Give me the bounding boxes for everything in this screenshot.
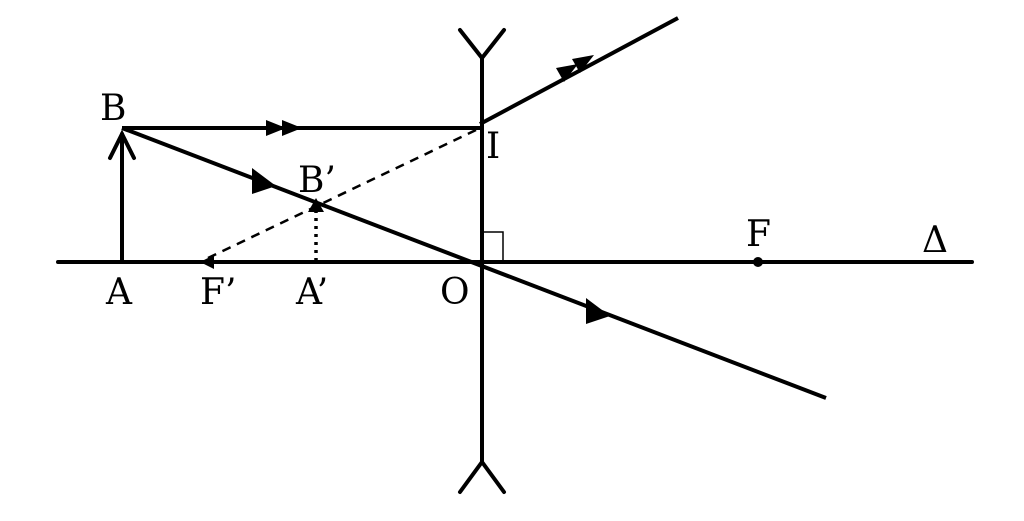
label-b-prime: B’ [298, 160, 336, 201]
ray-b-to-i-arrow-2 [282, 120, 302, 136]
lens-top-tip [458, 28, 506, 62]
label-i: I [486, 126, 500, 167]
label-f-prime: F’ [200, 272, 236, 313]
virtual-ray-i-to-f-prime [207, 128, 477, 260]
label-f: F [746, 214, 771, 255]
label-delta: Δ [922, 220, 948, 261]
ray-through-center [121, 126, 827, 400]
focal-point-f-dot [753, 257, 763, 267]
refracted-ray-arrow-2 [572, 55, 594, 73]
ray-through-center-arrow-2 [586, 298, 610, 324]
ray-b-to-i-arrow-1 [266, 120, 286, 136]
optical-center-dot [479, 259, 485, 265]
refracted-ray-arrow-1 [556, 64, 578, 82]
object-arrowhead [108, 129, 136, 160]
image-arrowhead [308, 198, 324, 212]
f-prime-marker [200, 255, 214, 269]
right-angle-marker [482, 231, 504, 262]
label-b: B [100, 88, 126, 129]
lens-bottom-tip [458, 458, 506, 494]
label-a-prime: A’ [295, 272, 328, 313]
label-o: O [440, 272, 470, 313]
label-a: A [105, 272, 133, 313]
ray-through-center-arrow-1 [252, 168, 276, 194]
